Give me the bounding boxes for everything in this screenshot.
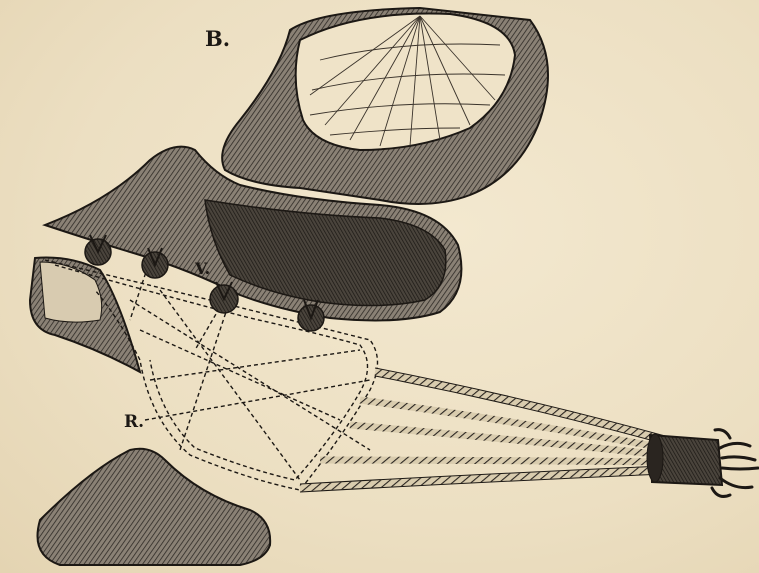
label-r: R.	[124, 412, 144, 432]
ligature-bundle	[300, 368, 665, 492]
label-v: V.	[195, 259, 210, 278]
figure-label-b: B.	[205, 26, 230, 51]
upper-structure	[222, 8, 548, 204]
clamp-icon	[647, 430, 758, 497]
lower-fragment	[38, 449, 271, 565]
